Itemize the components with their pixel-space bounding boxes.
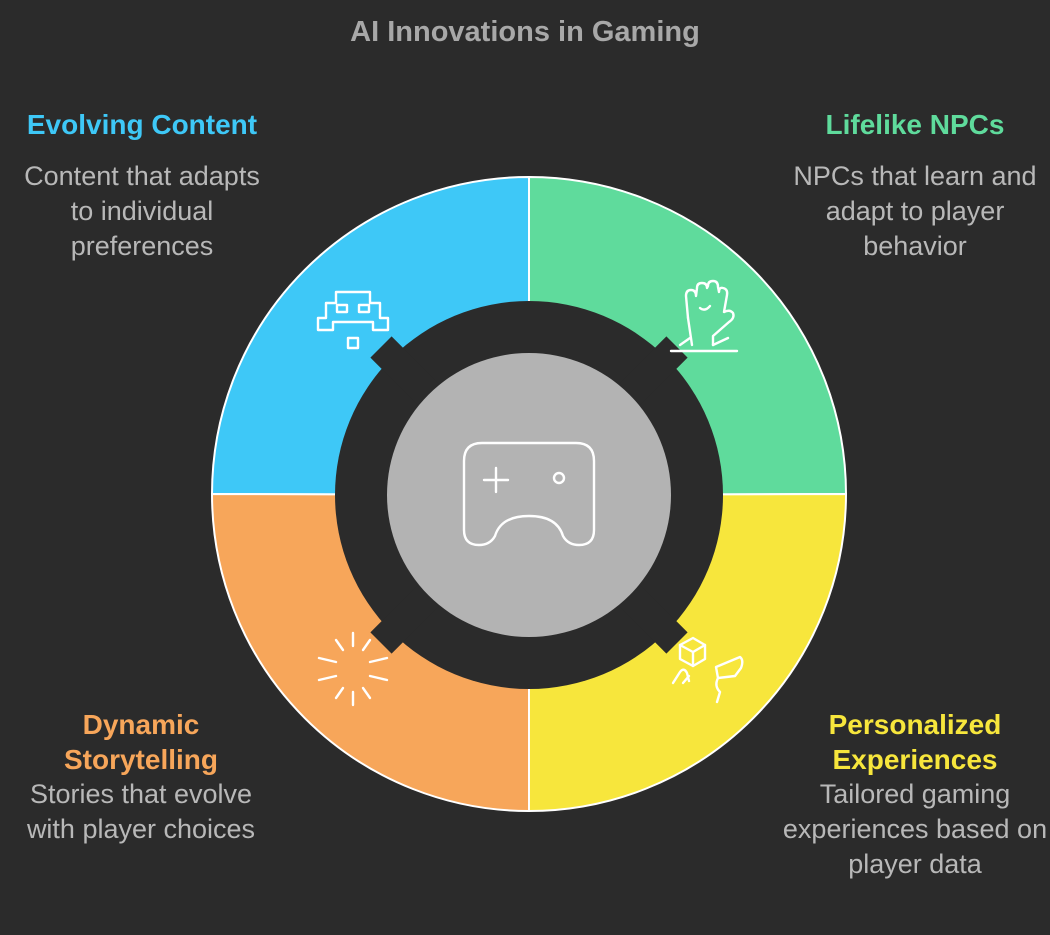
label-title: Personalized Experiences xyxy=(828,709,1002,775)
label-title: Evolving Content xyxy=(26,109,258,140)
label-description: NPCs that learn and adapt to player beha… xyxy=(793,161,1037,261)
gamepad-icon xyxy=(462,441,596,547)
center-circle xyxy=(387,353,671,637)
label-description: Content that adapts to individual prefer… xyxy=(24,161,260,261)
vr-interaction-icon xyxy=(671,636,744,704)
zombie-hand-icon xyxy=(669,279,739,353)
label-dynamic-storytelling: Dynamic Storytelling Stories that evolve… xyxy=(10,707,272,847)
label-title: Lifelike NPCs xyxy=(825,109,1005,140)
label-description: Stories that evolve with player choices xyxy=(26,779,256,844)
label-lifelike-npcs: Lifelike NPCs NPCs that learn and adapt … xyxy=(776,107,1050,264)
label-evolving-content: Evolving Content Content that adapts to … xyxy=(10,107,274,264)
label-personalized-experiences: Personalized Experiences Tailored gaming… xyxy=(780,707,1050,882)
diagram-title: AI Innovations in Gaming xyxy=(350,16,700,48)
sparkle-burst-icon xyxy=(317,631,389,707)
label-description: Tailored gaming experiences based on pla… xyxy=(782,779,1048,879)
label-title: Dynamic Storytelling xyxy=(63,709,218,775)
space-invader-icon xyxy=(316,290,390,350)
